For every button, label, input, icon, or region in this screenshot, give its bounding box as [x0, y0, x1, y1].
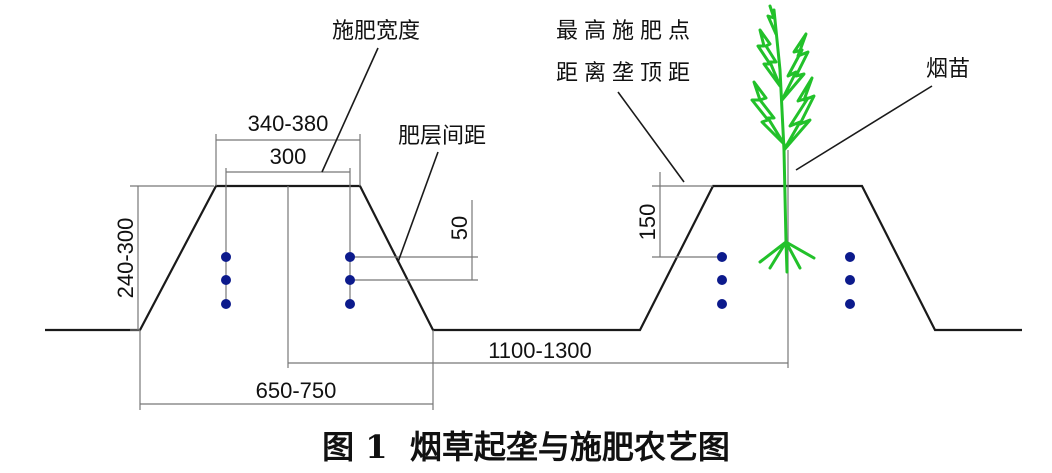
ridge-spacing-label: 1100-1300 — [488, 338, 592, 363]
seedling-label: 烟苗 — [926, 57, 970, 82]
fert-width-label: 施肥宽度 — [332, 19, 420, 44]
figure-caption: 图 1 烟草起垄与施肥农艺图 — [322, 428, 730, 466]
layer-spacing-label: 肥层间距 — [398, 124, 486, 149]
ridge-profile — [45, 184, 1022, 332]
outer-width-label: 340-380 — [248, 111, 329, 136]
top-distance-dimension: 150 — [635, 172, 722, 258]
top-point-label-line2: 距离垄顶距 — [556, 61, 696, 86]
layer-spacing-leader — [397, 151, 439, 263]
inner-width-label: 300 — [270, 144, 307, 169]
fert-width-leader — [321, 47, 379, 173]
fertilizer-dots-right-1 — [345, 252, 355, 309]
ridge-spacing-dimension: 1100-1300 — [287, 335, 789, 368]
fertilizer-dots-right-2 — [845, 252, 855, 309]
top-distance-label: 150 — [635, 204, 660, 241]
seedling-leader — [795, 85, 933, 171]
ridge-height-dimension: 240-300 — [113, 185, 214, 331]
top-point-leader — [617, 91, 685, 183]
base-width-dimension: 650-750 — [139, 330, 434, 410]
ridge-height-label: 240-300 — [113, 218, 138, 299]
fertilizer-dots-left-2 — [717, 252, 727, 309]
tobacco-seedling — [750, 4, 816, 274]
top-point-label-line1: 最高施肥点 — [556, 19, 696, 44]
fertilizer-dots-left-1 — [221, 252, 231, 309]
outer-width-dimension: 340-380 — [215, 111, 361, 186]
layer-gap-label: 50 — [447, 216, 472, 240]
base-width-label: 650-750 — [256, 378, 337, 403]
layer-gap-dimension: 50 — [352, 200, 478, 281]
